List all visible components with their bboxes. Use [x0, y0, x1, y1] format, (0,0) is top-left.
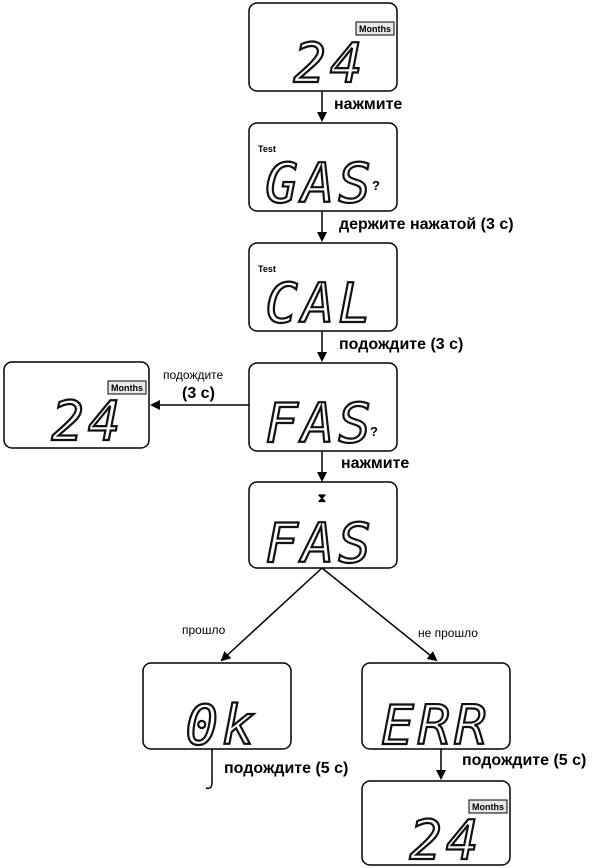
screen-1: Months 24 — [248, 2, 398, 96]
label-passed: прошло — [182, 623, 226, 637]
lcd-display: CAL — [265, 272, 375, 335]
question-mark-icon: ? — [370, 424, 378, 439]
label-wait-5s-err: подождите (5 с) — [462, 752, 586, 769]
question-mark-icon: ? — [372, 178, 380, 193]
screen-7: ERR — [361, 662, 511, 758]
screen-3: Test CAL — [248, 242, 398, 336]
screen-2: Test GAS ? — [248, 122, 398, 216]
screen-5: ⧗ FAS — [248, 481, 398, 576]
lcd-display: 24 — [51, 390, 124, 453]
lcd-display: FAS — [265, 392, 375, 455]
lcd-display: FAS — [265, 512, 375, 575]
screen-4: FAS ? — [248, 362, 398, 456]
exit-hook — [205, 749, 213, 790]
label-wait-3s: подождите (3 с) — [339, 336, 463, 353]
arrow-passed — [220, 567, 323, 662]
lcd-display: 0k — [185, 694, 258, 757]
label-wait-side: подождите — [163, 368, 224, 382]
hourglass-icon: ⧗ — [318, 491, 326, 505]
screen-6: 0k — [142, 662, 292, 758]
months-badge-text: Months — [111, 383, 143, 393]
test-tag: Test — [258, 264, 276, 274]
lcd-display: 24 — [409, 809, 482, 868]
months-badge — [107, 380, 147, 395]
label-press-2: нажмите — [341, 455, 409, 472]
months-badge — [468, 799, 508, 814]
months-badge-text: Months — [472, 802, 504, 812]
lcd-display: ERR — [381, 694, 491, 757]
lcd-display: GAS — [265, 152, 375, 215]
label-hold: держите нажатой (3 с) — [339, 216, 514, 233]
label-wait-side-time: (3 с) — [182, 385, 215, 402]
months-badge-text: Months — [359, 24, 391, 34]
months-badge — [355, 21, 395, 36]
lcd-display: 24 — [293, 32, 366, 95]
arrow-failed — [321, 567, 438, 662]
label-press: нажмите — [334, 96, 402, 113]
screen-9: Months 24 — [3, 361, 150, 454]
screen-8: Months 24 — [361, 780, 511, 868]
test-tag: Test — [258, 144, 276, 154]
label-failed: не прошло — [418, 626, 478, 640]
label-wait-5s-ok: подождите (5 с) — [224, 760, 348, 777]
